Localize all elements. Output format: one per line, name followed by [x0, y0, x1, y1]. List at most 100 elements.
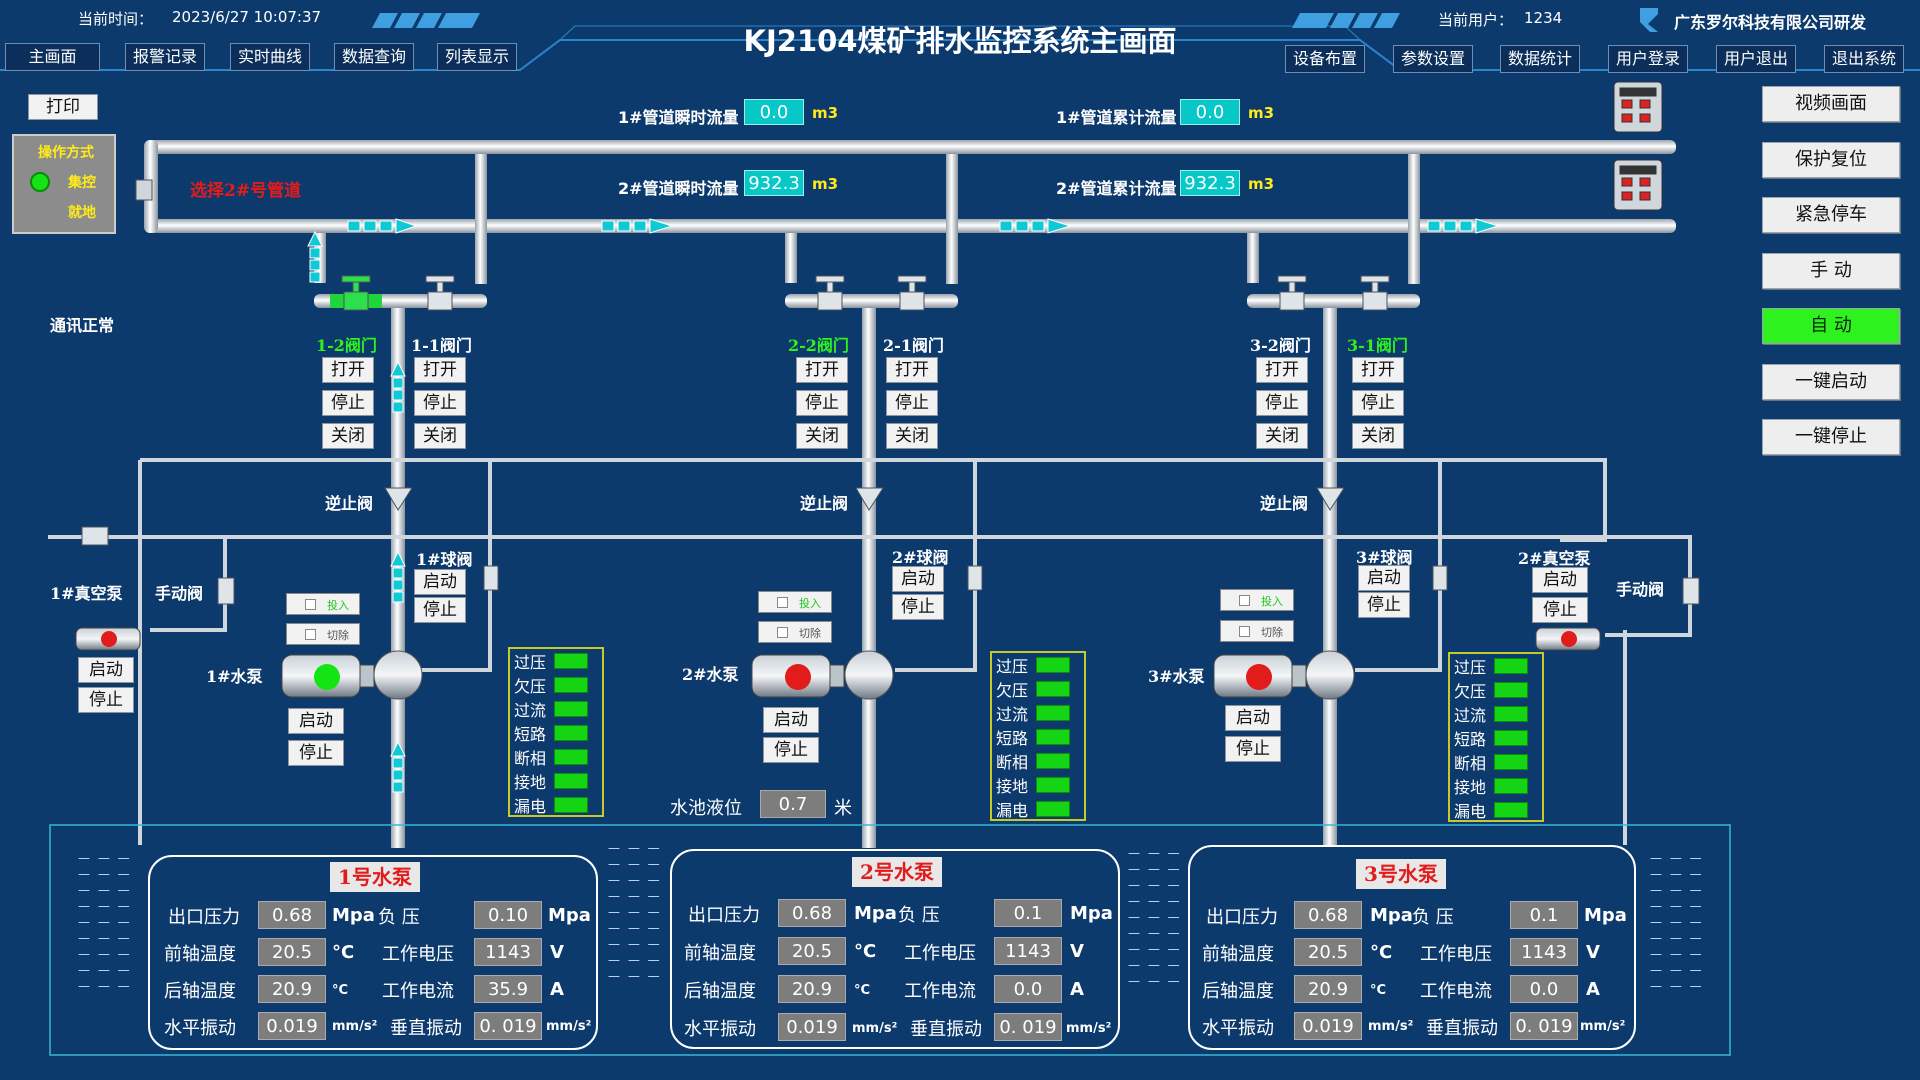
ball-valve-3-start-button[interactable]: 启动 [1358, 565, 1410, 591]
nav-user-login[interactable]: 用户登录 [1608, 45, 1688, 73]
valve-3-2-close-button[interactable]: 关闭 [1256, 423, 1308, 449]
alarm-panel-3: 过压 欠压 过流 短路 断相 接地 漏电 [1448, 652, 1544, 822]
valve-1-1-open-button[interactable]: 打开 [414, 357, 466, 383]
vacuum-pump-2-stop-button[interactable]: 停止 [1532, 597, 1588, 623]
pump-1-stop-button[interactable]: 停止 [288, 740, 344, 766]
vacuum-pump-2-start-button[interactable]: 启动 [1532, 567, 1588, 593]
nav-realtime-curve[interactable]: 实时曲线 [230, 43, 310, 71]
valve-2-1-stop-button[interactable]: 停止 [886, 390, 938, 416]
alarm-led [554, 677, 588, 693]
valve-3-1-close-button[interactable]: 关闭 [1352, 423, 1404, 449]
nav-device-layout[interactable]: 设备布置 [1285, 45, 1365, 73]
h-vib-label: 水平振动 [1202, 1018, 1274, 1039]
auto-mode-button[interactable]: 自 动 [1762, 308, 1900, 344]
pool-level-value: 0.7 [760, 790, 826, 818]
pump-2-switch-out[interactable]: 切除 [758, 621, 832, 643]
vacuum-pump-1-stop-button[interactable]: 停止 [78, 687, 134, 713]
current-label: 工作电流 [1420, 981, 1492, 1002]
page-title: KJ2104煤矿排水监控系统主画面 [743, 24, 1177, 58]
pump-3-start-button[interactable]: 启动 [1225, 705, 1281, 731]
p2-inst-label: 2#管道瞬时流量 [618, 179, 739, 198]
valve-3-2-stop-button[interactable]: 停止 [1256, 390, 1308, 416]
valve-1-1-stop-button[interactable]: 停止 [414, 390, 466, 416]
valve-2-2-label: 2-2阀门 [788, 336, 849, 355]
print-button[interactable]: 打印 [28, 94, 98, 120]
pump-1-switch-in[interactable]: 投入 [286, 593, 360, 615]
pump-1-data-panel: 1号水泵 出口压力 0.68 Mpa 负 压 0.10 Mpa 前轴温度 20.… [148, 855, 598, 1050]
pump-2-switch-in[interactable]: 投入 [758, 591, 832, 613]
pump-2-start-button[interactable]: 启动 [763, 707, 819, 733]
valve-1-2-close-button[interactable]: 关闭 [322, 423, 374, 449]
ball-valve-2-stop-button[interactable]: 停止 [892, 594, 944, 620]
alarm-panel-1: 过压 欠压 过流 短路 断相 接地 漏电 [508, 647, 604, 817]
negative-pressure-label: 负 压 [898, 905, 940, 926]
pump-2-stop-button[interactable]: 停止 [763, 737, 819, 763]
pump-2-status-icon [785, 664, 811, 690]
pump-3-switch-in[interactable]: 投入 [1220, 589, 1294, 611]
valve-3-1-open-button[interactable]: 打开 [1352, 357, 1404, 383]
one-key-start-button[interactable]: 一键启动 [1762, 364, 1900, 400]
alarm-led [1036, 657, 1070, 673]
rear-temp-value: 20.9 [1294, 975, 1362, 1003]
valve-2-1-open-button[interactable]: 打开 [886, 357, 938, 383]
nav-main[interactable]: 主画面 [5, 43, 100, 71]
emergency-stop-button[interactable]: 紧急停车 [1762, 197, 1900, 233]
nav-exit-system[interactable]: 退出系统 [1824, 45, 1904, 73]
valve-1-2-stop-button[interactable]: 停止 [322, 390, 374, 416]
op-mode-local: 就地 [68, 205, 96, 221]
op-mode-box: 操作方式 集控 就地 [12, 134, 116, 234]
ball-valve-3-stop-button[interactable]: 停止 [1358, 592, 1410, 618]
v-vib-label: 垂直振动 [910, 1019, 982, 1040]
valve-2-2-close-button[interactable]: 关闭 [796, 423, 848, 449]
unit-mpa: Mpa [1370, 905, 1413, 926]
nav-data-stats[interactable]: 数据统计 [1500, 45, 1580, 73]
h-vib-value: 0.019 [778, 1013, 846, 1041]
unit-mms: mm/s² [332, 1019, 378, 1034]
nav-user-logout[interactable]: 用户退出 [1716, 45, 1796, 73]
pool-level-label: 水池液位 [670, 798, 742, 819]
alarm-led [554, 797, 588, 813]
unit-mpa: Mpa [548, 905, 591, 926]
nav-list-view[interactable]: 列表显示 [437, 43, 517, 71]
central-indicator-icon[interactable] [30, 172, 50, 192]
pump-1-switch-out[interactable]: 切除 [286, 623, 360, 645]
video-button[interactable]: 视频画面 [1762, 86, 1900, 122]
protect-reset-button[interactable]: 保护复位 [1762, 142, 1900, 178]
valve-1-2-open-button[interactable]: 打开 [322, 357, 374, 383]
alarm-led [1036, 753, 1070, 769]
pump-1-start-button[interactable]: 启动 [288, 708, 344, 734]
unit-mms: mm/s² [546, 1019, 592, 1034]
voltage-label: 工作电压 [382, 944, 454, 965]
nav-data-query[interactable]: 数据查询 [334, 43, 414, 71]
vacuum-pump-1-label: 1#真空泵 [50, 584, 123, 603]
nav-param-settings[interactable]: 参数设置 [1393, 45, 1473, 73]
manual-valve-2-label: 手动阀 [1616, 580, 1665, 599]
valve-1-1-close-button[interactable]: 关闭 [414, 423, 466, 449]
valve-2-1-close-button[interactable]: 关闭 [886, 423, 938, 449]
valve-3-1-stop-button[interactable]: 停止 [1352, 390, 1404, 416]
unit-c: °C [332, 942, 355, 963]
alarm-led [1494, 778, 1528, 794]
valve-2-2-open-button[interactable]: 打开 [796, 357, 848, 383]
current-label: 工作电流 [382, 981, 454, 1002]
v-vib-value: 0. 019 [1510, 1012, 1578, 1040]
ball-valve-1-start-button[interactable]: 启动 [414, 569, 466, 595]
valve-2-2-stop-button[interactable]: 停止 [796, 390, 848, 416]
ball-valve-1-stop-button[interactable]: 停止 [414, 597, 466, 623]
voltage-label: 工作电压 [904, 943, 976, 964]
pipe-select-label[interactable]: 选择2#号管道 [190, 181, 302, 201]
unit-c-small: °C [332, 983, 349, 998]
pump-1-status-icon [314, 664, 340, 690]
pump-3-switch-out[interactable]: 切除 [1220, 620, 1294, 642]
unit-mpa: Mpa [854, 903, 897, 924]
vacuum-pump-1-start-button[interactable]: 启动 [78, 657, 134, 683]
ball-valve-2-start-button[interactable]: 启动 [892, 566, 944, 592]
pump-3-label: 3#水泵 [1148, 667, 1205, 686]
pump-3-stop-button[interactable]: 停止 [1225, 736, 1281, 762]
pump-2-data-panel: 2号水泵 出口压力 0.68 Mpa 负 压 0.1 Mpa 前轴温度 20.5… [670, 849, 1120, 1049]
one-key-stop-button[interactable]: 一键停止 [1762, 419, 1900, 455]
manual-mode-button[interactable]: 手 动 [1762, 253, 1900, 289]
time-value: 2023/6/27 10:07:37 [172, 8, 322, 26]
valve-3-2-open-button[interactable]: 打开 [1256, 357, 1308, 383]
nav-alarm-log[interactable]: 报警记录 [125, 43, 205, 71]
